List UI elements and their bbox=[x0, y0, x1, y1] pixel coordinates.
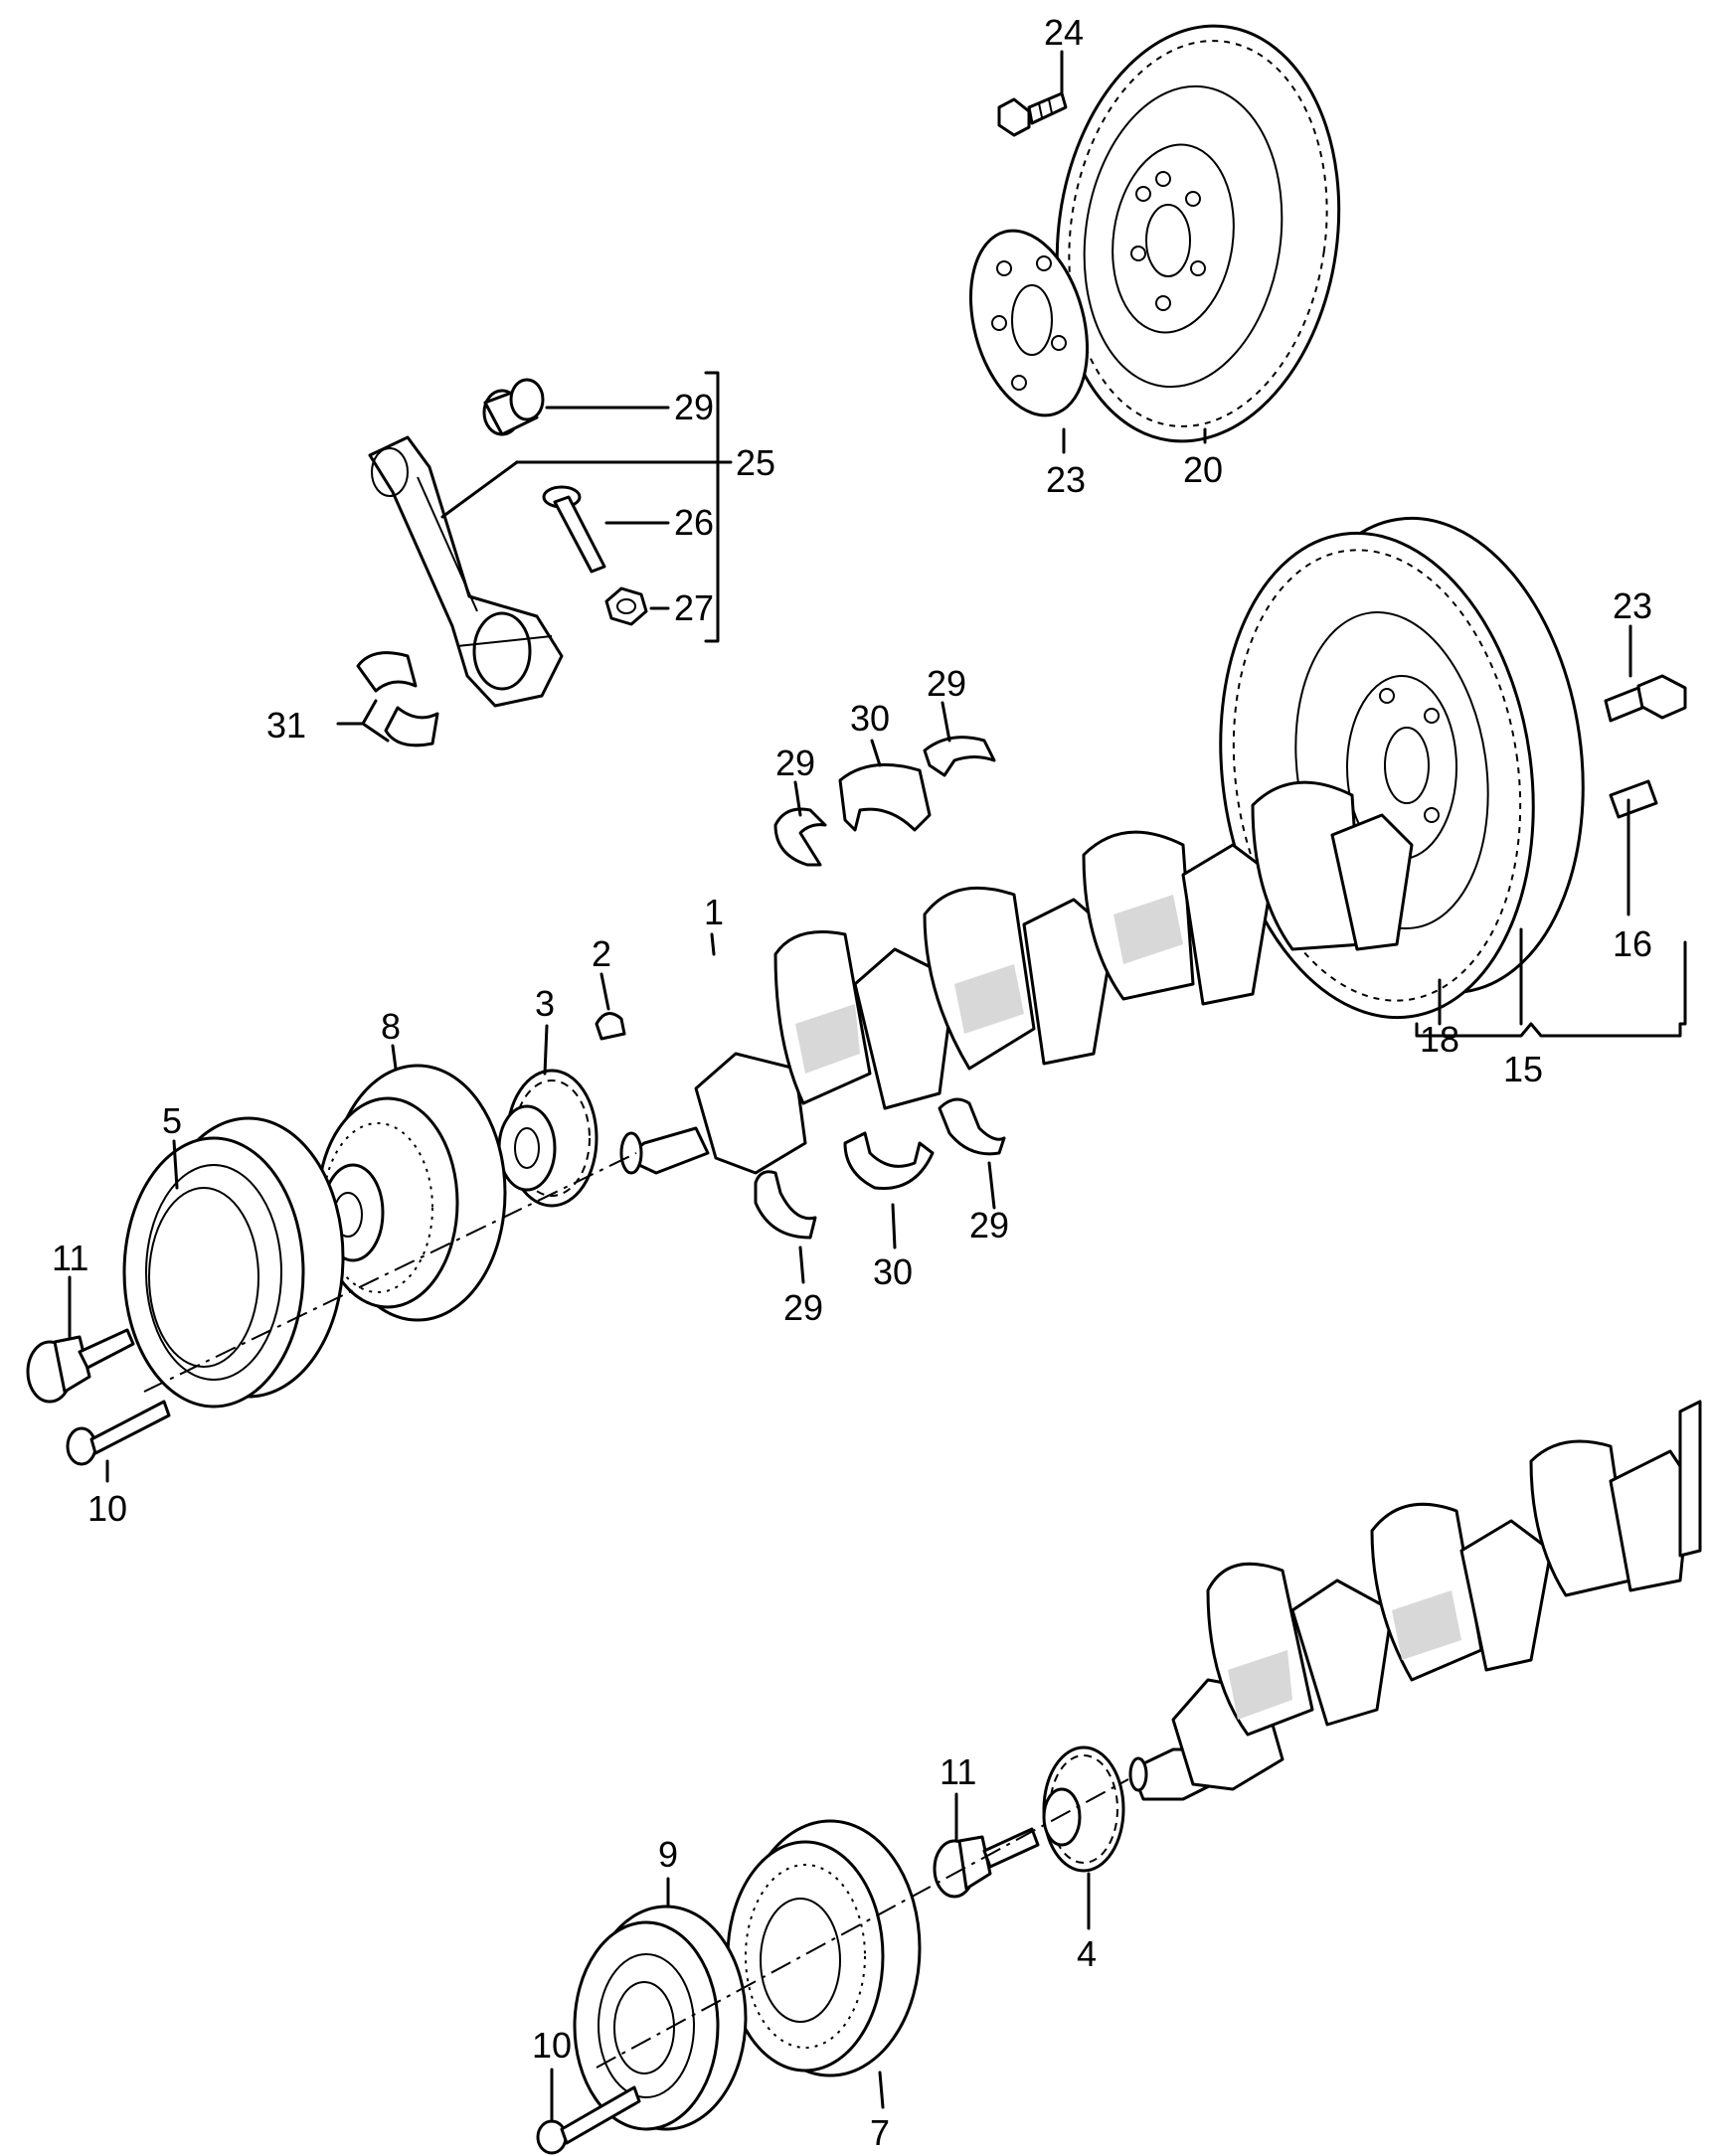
callout-23: 23 bbox=[1613, 585, 1652, 626]
bolt-part-10-lower bbox=[536, 2085, 641, 2155]
dowel-pin-part-16 bbox=[1609, 779, 1658, 819]
callout-29-d: 29 bbox=[783, 1287, 823, 1328]
bolt-part-11-lower bbox=[933, 1827, 1040, 1899]
leader-lines bbox=[68, 50, 1687, 2121]
sprocket-part-3 bbox=[497, 1069, 599, 1208]
callout-4: 4 bbox=[1077, 1933, 1097, 1974]
callout-28: 29 bbox=[674, 387, 714, 427]
center-axis-lower bbox=[596, 1778, 1129, 2069]
callout-10-upper: 10 bbox=[87, 1488, 127, 1529]
callout-8: 8 bbox=[381, 1006, 401, 1047]
bushing-part-28 bbox=[482, 378, 545, 436]
thrust-washer-part-29-a bbox=[773, 807, 827, 867]
bearing-shell-part-30-a bbox=[838, 762, 932, 832]
callout-16: 16 bbox=[1613, 923, 1652, 964]
bearing-shells-part-31 bbox=[356, 651, 439, 747]
callout-3: 3 bbox=[535, 983, 555, 1024]
flywheel-part-20 bbox=[1055, 24, 1341, 443]
vibration-damper-part-7 bbox=[726, 1819, 922, 2077]
crankshaft-lower bbox=[1128, 1400, 1702, 1801]
center-axis-upper bbox=[143, 1152, 637, 1393]
callout-25: 25 bbox=[736, 442, 775, 483]
callout-29-c: 29 bbox=[969, 1205, 1009, 1245]
callout-2: 2 bbox=[592, 933, 611, 974]
callout-29-b: 29 bbox=[927, 663, 966, 704]
connecting-rod-part-25 bbox=[368, 435, 564, 708]
callout-20: 20 bbox=[1183, 449, 1223, 490]
thrust-washer-part-29-b bbox=[923, 736, 996, 777]
bolt-part-10-upper bbox=[66, 1400, 171, 1466]
callout-11-upper: 11 bbox=[52, 1238, 88, 1278]
callout-1: 1 bbox=[704, 892, 724, 932]
bolt-part-26 bbox=[542, 485, 606, 574]
pulley-part-5 bbox=[122, 1116, 345, 1409]
bearing-shell-part-30-b bbox=[843, 1131, 935, 1191]
thrust-washer-part-29-d bbox=[754, 1170, 817, 1240]
callout-29-a: 29 bbox=[775, 743, 815, 783]
callout-30-a: 30 bbox=[850, 698, 890, 739]
callout-5: 5 bbox=[162, 1100, 182, 1141]
callout-31: 31 bbox=[266, 705, 306, 746]
callout-11-lower: 11 bbox=[940, 1751, 976, 1792]
bolt-part-23 bbox=[1604, 674, 1687, 723]
callout-27: 27 bbox=[674, 587, 714, 628]
pulley-part-9 bbox=[573, 1905, 748, 2131]
plate-part-22 bbox=[968, 229, 1090, 417]
callout-15: 15 bbox=[1503, 1049, 1543, 1089]
vibration-damper-part-8 bbox=[316, 1064, 507, 1322]
callout-18: 18 bbox=[1420, 1019, 1459, 1060]
bolt-part-24 bbox=[997, 91, 1068, 137]
woodruff-key-part-2 bbox=[595, 1012, 626, 1041]
callout-7: 7 bbox=[870, 2112, 890, 2153]
callout-24: 24 bbox=[1044, 12, 1084, 53]
callout-22: 23 bbox=[1046, 459, 1086, 500]
callout-26: 26 bbox=[674, 502, 714, 543]
callout-labels: 24 23 20 29 25 26 27 31 23 16 18 15 29 3… bbox=[52, 12, 1652, 2153]
crankshaft-part-1 bbox=[619, 780, 1414, 1175]
callout-10-lower: 10 bbox=[532, 2025, 572, 2066]
bolt-part-11-upper bbox=[26, 1328, 135, 1404]
nut-part-27 bbox=[604, 586, 648, 626]
callout-30-b: 30 bbox=[873, 1251, 913, 1292]
sprocket-part-4 bbox=[1042, 1745, 1125, 1873]
thrust-washer-part-29-c bbox=[938, 1097, 1006, 1156]
callout-9: 9 bbox=[658, 1834, 678, 1875]
